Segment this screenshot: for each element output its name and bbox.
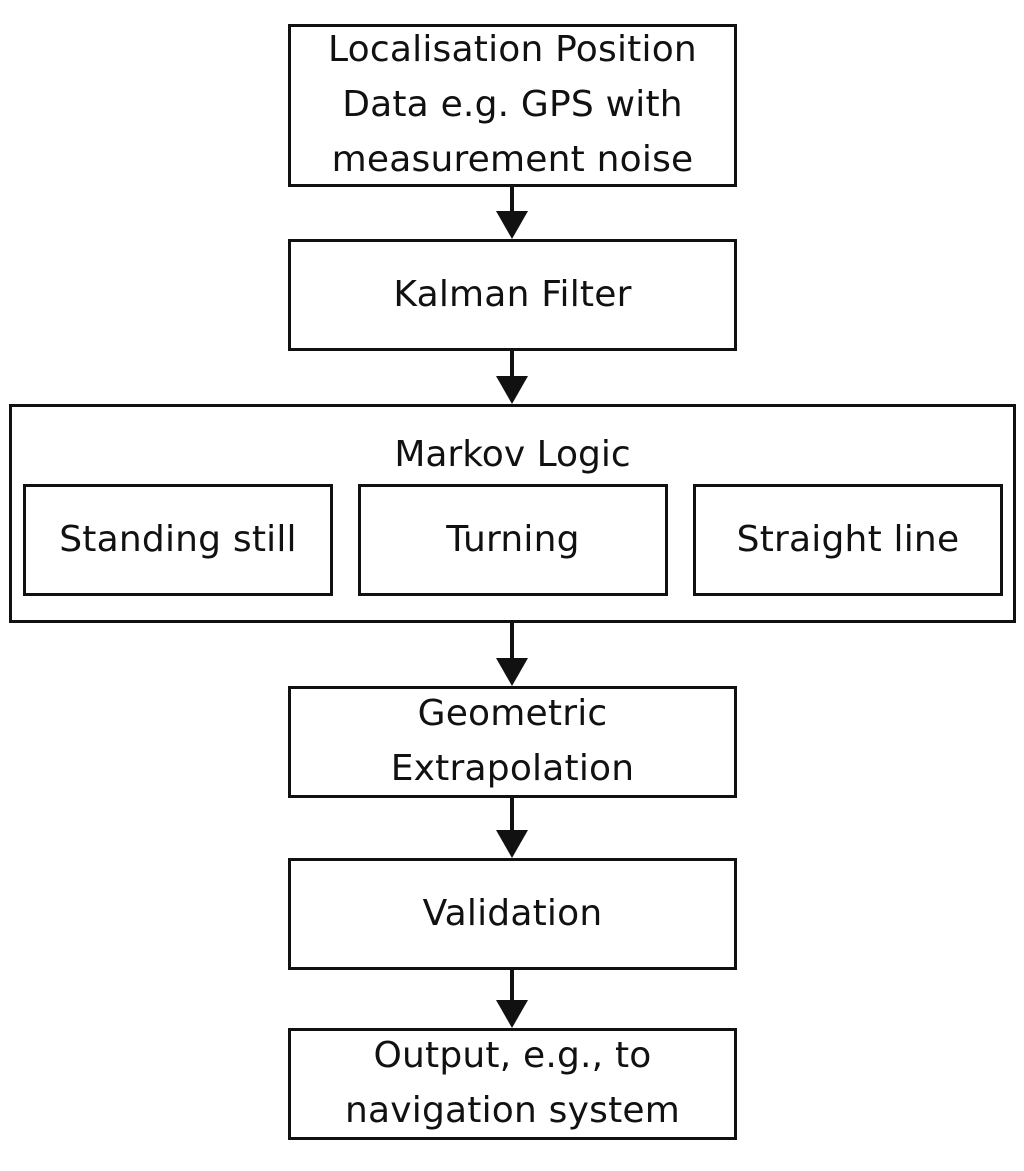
- arrow-geometric-to-validation: [492, 798, 532, 858]
- markov-logic-title: Markov Logic: [394, 434, 631, 475]
- markov-logic-group: Markov Logic Standing still Turning Stra…: [9, 404, 1016, 623]
- geometric-extrapolation-label: Geometric Extrapolation: [390, 693, 635, 789]
- arrow-kalman-to-markov: [492, 351, 532, 404]
- state-straight-line-node: Straight line: [693, 484, 1003, 596]
- output-node: Output, e.g., to navigation system: [288, 1028, 737, 1140]
- arrow-markov-to-geometric: [492, 623, 532, 686]
- validation-node: Validation: [288, 858, 737, 970]
- kalman-filter-node: Kalman Filter: [288, 239, 737, 351]
- localisation-data-label: Localisation Position Data e.g. GPS with…: [328, 29, 697, 180]
- state-turning-node: Turning: [358, 484, 668, 596]
- validation-label: Validation: [422, 892, 603, 934]
- state-straight-line-label: Straight line: [736, 518, 960, 560]
- state-standing-still-node: Standing still: [23, 484, 333, 596]
- kalman-filter-label: Kalman Filter: [393, 273, 632, 315]
- localisation-data-node: Localisation Position Data e.g. GPS with…: [288, 24, 737, 187]
- geometric-extrapolation-node: Geometric Extrapolation: [288, 686, 737, 798]
- arrow-validation-to-output: [492, 970, 532, 1028]
- state-standing-still-label: Standing still: [59, 518, 297, 560]
- arrow-localisation-to-kalman: [492, 187, 532, 239]
- output-label: Output, e.g., to navigation system: [344, 1035, 681, 1131]
- state-turning-label: Turning: [446, 518, 580, 560]
